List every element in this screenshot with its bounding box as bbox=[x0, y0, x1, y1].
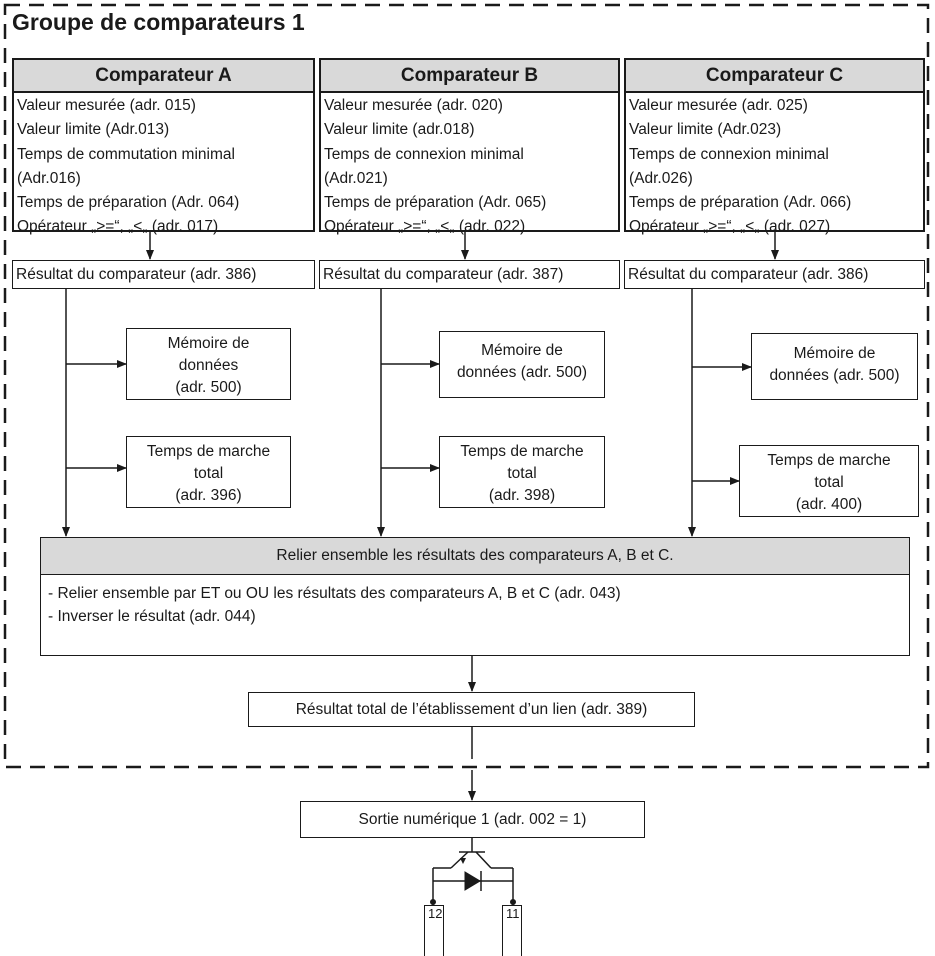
link-title: Relier ensemble les résultats des compar… bbox=[41, 538, 909, 575]
comparator-a-params: Valeur mesurée (adr. 015) Valeur limite … bbox=[14, 93, 313, 240]
transistor-symbol bbox=[432, 838, 514, 902]
param-line: Valeur limite (Adr.023) bbox=[629, 121, 782, 139]
link-item: - Relier ensemble par ET ou OU les résul… bbox=[48, 585, 621, 602]
param-line: Valeur mesurée (adr. 015) bbox=[17, 97, 196, 114]
param-line: Opérateur „>=“, „<„ (adr. 017) bbox=[17, 218, 219, 236]
runtime-line: (adr. 400) bbox=[795, 496, 863, 513]
param-line: Temps de préparation (Adr. 066) bbox=[629, 194, 852, 212]
param-line: Valeur mesurée (adr. 020) bbox=[324, 97, 503, 114]
memory-line: données (adr. 500) bbox=[456, 364, 588, 381]
runtime-line: total bbox=[507, 465, 537, 482]
param-line: Valeur limite (adr.018) bbox=[324, 121, 475, 139]
memory-line: Mémoire de bbox=[793, 345, 876, 362]
terminal-pin-11: 11 bbox=[502, 905, 522, 956]
diode-icon bbox=[464, 871, 481, 891]
comparator-b-runtime: Temps de marche total (adr. 398) bbox=[439, 436, 605, 508]
memory-line: Mémoire de bbox=[167, 335, 250, 352]
param-line: Temps de préparation (Adr. 064) bbox=[17, 194, 240, 212]
total-result: Résultat total de l’établissement d’un l… bbox=[248, 692, 695, 727]
link-items: - Relier ensemble par ET ou OU les résul… bbox=[41, 575, 909, 628]
comparator-a-memory: Mémoire de données (adr. 500) bbox=[126, 328, 291, 400]
runtime-line: Temps de marche bbox=[460, 443, 584, 460]
comparator-c-params: Valeur mesurée (adr. 025) Valeur limite … bbox=[626, 93, 923, 240]
comparator-c-box: Comparateur C Valeur mesurée (adr. 025) … bbox=[624, 58, 925, 235]
memory-line: (adr. 500) bbox=[175, 379, 242, 396]
runtime-line: (adr. 396) bbox=[175, 487, 242, 504]
comparator-c-title: Comparateur C bbox=[626, 60, 923, 93]
comparator-a-result: Résultat du comparateur (adr. 386) bbox=[12, 260, 315, 289]
param-line: Opérateur „>=“, „<„ (adr. 022) bbox=[324, 218, 526, 236]
comparator-c-runtime: Temps de marche total (adr. 400) bbox=[739, 445, 919, 517]
comparator-c-memory: Mémoire de données (adr. 500) bbox=[751, 333, 918, 400]
group-title: Groupe de comparateurs 1 bbox=[12, 9, 305, 35]
memory-line: données bbox=[178, 357, 239, 374]
param-line: Temps de commutation minimal bbox=[17, 145, 235, 163]
runtime-line: Temps de marche bbox=[767, 452, 891, 469]
param-line: Opérateur „>=“, „<„ (adr. 027) bbox=[629, 218, 831, 236]
comparator-b-memory: Mémoire de données (adr. 500) bbox=[439, 331, 605, 398]
comparator-a-title: Comparateur A bbox=[14, 60, 313, 93]
runtime-line: total bbox=[193, 465, 224, 482]
runtime-line: (adr. 398) bbox=[488, 487, 556, 504]
comparator-a-box: Comparateur A Valeur mesurée (adr. 015) … bbox=[12, 58, 315, 235]
link-item: - Inverser le résultat (adr. 044) bbox=[48, 608, 256, 625]
param-line: Valeur limite (Adr.013) bbox=[17, 121, 170, 139]
param-line: Temps de connexion minimal bbox=[629, 145, 829, 163]
memory-line: données (adr. 500) bbox=[769, 367, 900, 384]
terminal-pin-12: 12 bbox=[424, 905, 444, 956]
runtime-line: total bbox=[814, 474, 844, 491]
param-line: Temps de connexion minimal bbox=[324, 145, 524, 163]
link-box: Relier ensemble les résultats des compar… bbox=[40, 537, 910, 656]
memory-line: Mémoire de bbox=[481, 342, 563, 359]
param-line: Temps de préparation (Adr. 065) bbox=[324, 194, 547, 212]
comparator-b-result: Résultat du comparateur (adr. 387) bbox=[319, 260, 620, 289]
digital-output: Sortie numérique 1 (adr. 002 = 1) bbox=[300, 801, 645, 838]
param-line: (Adr.021) bbox=[324, 169, 388, 187]
comparator-b-box: Comparateur B Valeur mesurée (adr. 020) … bbox=[319, 58, 620, 235]
group-frame bbox=[3, 3, 930, 769]
runtime-line: Temps de marche bbox=[146, 443, 271, 460]
param-line: Valeur mesurée (adr. 025) bbox=[629, 97, 808, 114]
comparator-a-runtime: Temps de marche total (adr. 396) bbox=[126, 436, 291, 508]
param-line: (Adr.016) bbox=[17, 169, 81, 187]
param-line: (Adr.026) bbox=[629, 169, 693, 187]
comparator-b-title: Comparateur B bbox=[321, 60, 618, 93]
comparator-c-result: Résultat du comparateur (adr. 386) bbox=[624, 260, 925, 289]
comparator-b-params: Valeur mesurée (adr. 020) Valeur limite … bbox=[321, 93, 618, 240]
